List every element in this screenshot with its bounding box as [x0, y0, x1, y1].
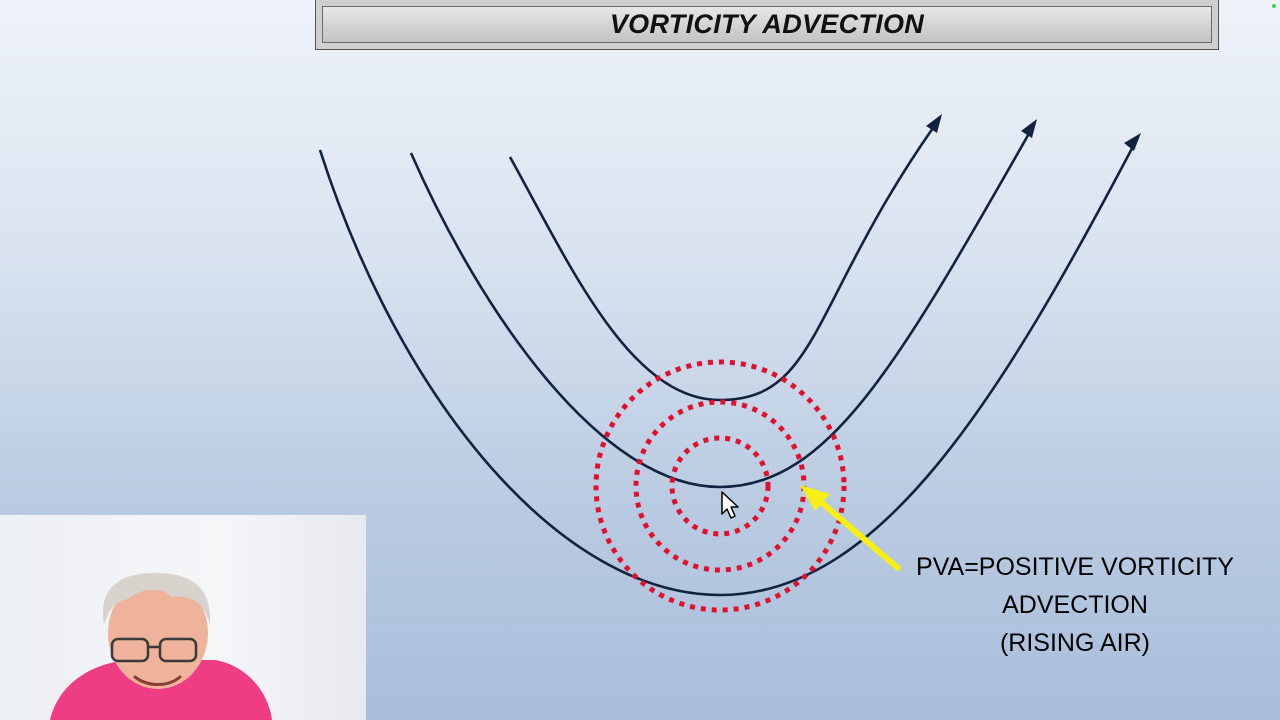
- pva-annotation: PVA=POSITIVE VORTICITY ADVECTION (RISING…: [900, 548, 1250, 662]
- presenter-figure: [50, 573, 272, 720]
- streamline-inner: [508, 117, 942, 402]
- vorticity-ring-inner: [669, 435, 771, 537]
- presenter-mouth: [133, 675, 182, 686]
- annotation-line-1: PVA=POSITIVE VORTICITY: [916, 553, 1234, 581]
- vorticity-ring-outer: [593, 359, 847, 613]
- annotation-line-2: ADVECTION: [1002, 591, 1148, 619]
- annotation-line-3: (RISING AIR): [999, 629, 1150, 657]
- mouse-pointer-icon: [721, 491, 739, 519]
- title-bar: VORTICITY ADVECTION: [315, 0, 1219, 50]
- status-dot: [1272, 4, 1276, 8]
- presenter-hair: [103, 573, 211, 625]
- streamline-outer-arrowhead-icon: [1124, 133, 1141, 151]
- slide-title: VORTICITY ADVECTION: [609, 9, 925, 39]
- vorticity-ring-middle: [633, 399, 807, 573]
- presenter-glasses: [110, 637, 198, 663]
- presenter-webcam: [0, 515, 366, 720]
- presenter-shirt: [50, 660, 272, 720]
- pointer-arrow-head-icon: [800, 485, 830, 511]
- streamline-middle: [409, 122, 1037, 489]
- streamline-outer: [318, 136, 1140, 597]
- streamline-inner-arrowhead-icon: [926, 114, 942, 133]
- pointer-arrow-shaft: [819, 500, 901, 571]
- streamline-middle-arrowhead-icon: [1021, 119, 1037, 138]
